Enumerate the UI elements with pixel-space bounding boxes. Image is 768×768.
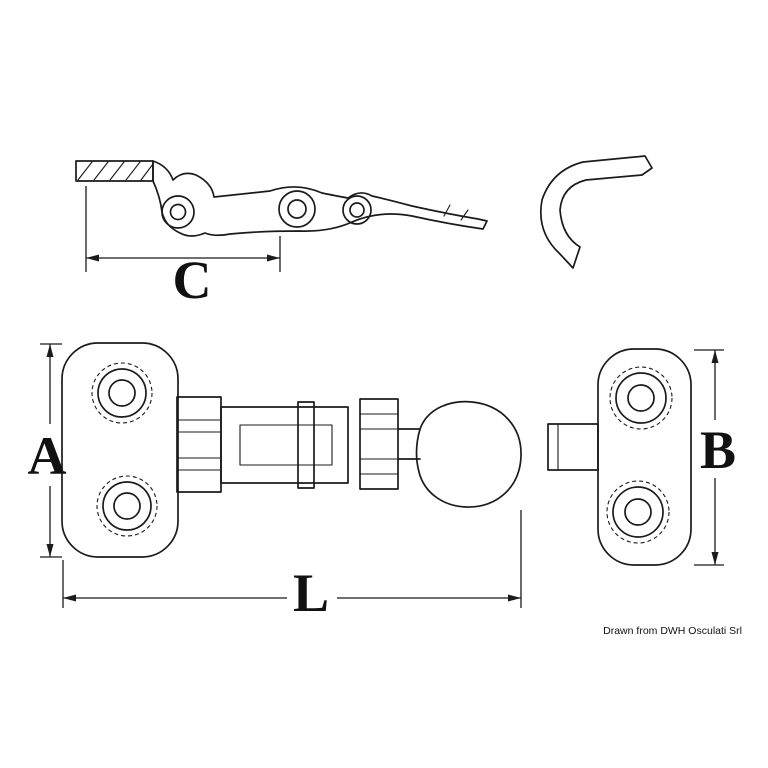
end-tab — [547, 423, 599, 471]
plan-view — [61, 342, 522, 558]
end-hole-bottom-hidden — [606, 480, 670, 544]
plan-hole-bottom — [102, 481, 152, 531]
dim-label-b: B — [700, 420, 736, 480]
side-plate-outline — [75, 160, 154, 182]
side-pivot-boss — [161, 195, 195, 229]
hatch-lines — [77, 161, 154, 181]
plan-plate — [61, 342, 179, 558]
side-boss-2-hole — [349, 202, 365, 218]
hook-outline — [540, 155, 653, 269]
plan-hole-top — [97, 368, 147, 418]
side-boss-2 — [342, 195, 372, 225]
hook-detail-view — [540, 155, 653, 269]
dim-c-arrow-left — [86, 254, 99, 262]
credit-text: Drawn from DWH Osculati Srl — [603, 625, 742, 637]
side-boss-1-hole — [287, 199, 307, 219]
end-hole-bottom-inner — [624, 498, 652, 526]
paddle-handle — [415, 400, 522, 508]
guide-segments — [359, 413, 399, 475]
dim-label-a: A — [28, 426, 67, 486]
dim-l-arrow-right — [508, 594, 521, 602]
side-pivot-hole — [169, 203, 187, 221]
end-view — [547, 348, 692, 566]
side-boss-1 — [278, 190, 316, 228]
end-hole-top — [615, 372, 667, 424]
dimension-b: B — [694, 349, 736, 566]
lever-tip-marks — [443, 204, 469, 221]
dim-a-arrow-bottom — [46, 544, 54, 557]
dim-b-arrow-bottom — [711, 552, 719, 565]
dim-c-arrow-right — [267, 254, 280, 262]
plan-hole-top-hidden — [91, 362, 153, 424]
end-hole-top-inner — [627, 384, 655, 412]
dimension-c: C — [85, 186, 281, 310]
plan-hole-top-inner — [108, 379, 136, 407]
side-view — [75, 160, 488, 237]
clevis-body — [220, 406, 349, 484]
dim-l-extension-lines — [62, 510, 522, 608]
dimension-a: A — [28, 343, 67, 558]
end-hole-bottom — [612, 486, 664, 538]
guide-bracket — [359, 398, 399, 490]
dim-b-extension-lines — [694, 349, 724, 566]
dim-label-c: C — [173, 250, 212, 310]
pivot-pin — [297, 401, 315, 489]
dim-label-l: L — [293, 563, 329, 623]
knuckle-bracket — [176, 396, 222, 493]
plan-hole-bottom-inner — [113, 492, 141, 520]
side-body-outline — [152, 160, 488, 237]
dimension-l: L — [62, 510, 522, 623]
end-plate — [597, 348, 692, 566]
end-hole-top-hidden — [609, 366, 673, 430]
dim-l-arrow-left — [63, 594, 76, 602]
dim-b-arrow-top — [711, 350, 719, 363]
knuckle-segments — [176, 419, 222, 471]
dim-a-extension-lines — [40, 343, 62, 558]
plan-hole-bottom-hidden — [96, 475, 158, 537]
dim-a-arrow-top — [46, 344, 54, 357]
clevis-inner — [239, 424, 333, 466]
